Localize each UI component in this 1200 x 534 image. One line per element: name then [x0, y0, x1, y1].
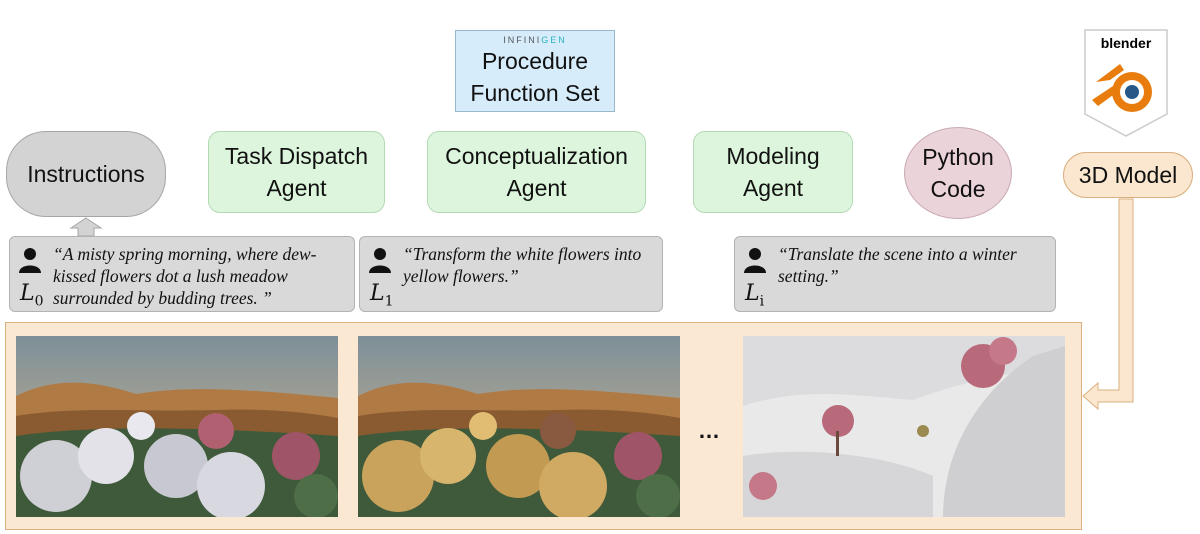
- scene-image-spring-white: [16, 336, 338, 517]
- user-icon: [369, 248, 391, 273]
- instruction-symbol: L1: [370, 281, 394, 310]
- 3d-model-label: 3D Model: [1078, 162, 1178, 188]
- procedure-title-line2: Function Set: [470, 80, 600, 106]
- python-line2: Code: [930, 176, 986, 202]
- blender-wordmark: blender: [1101, 35, 1152, 51]
- up-arrow-to-instructions: [69, 217, 103, 237]
- task-dispatch-agent-node: Task Dispatch Agent: [208, 131, 385, 213]
- infinigen-logo: INFINIGEN: [503, 35, 567, 45]
- instruction-box-1: L1 “Transform the white flowers into yel…: [359, 236, 663, 312]
- instructions-label: Instructions: [27, 161, 145, 187]
- python-line1: Python: [922, 144, 994, 170]
- arrow-model-to-scenes: [1082, 198, 1134, 411]
- instruction-box-i: Li “Translate the scene into a winter se…: [734, 236, 1056, 312]
- user-icon: [744, 248, 766, 273]
- conceptualization-line2: Agent: [506, 175, 567, 201]
- conceptualization-agent-node: Conceptualization Agent: [427, 131, 646, 213]
- blender-logo-icon: blender: [1084, 29, 1168, 137]
- instructions-node: Instructions: [6, 131, 166, 217]
- ellipsis: …: [698, 418, 721, 443]
- modeling-line2: Agent: [742, 175, 804, 201]
- instruction-text: “Translate the scene into a winter setti…: [778, 244, 1017, 286]
- modeling-line1: Modeling: [726, 143, 820, 169]
- instruction-symbol: Li: [745, 281, 765, 310]
- instruction-text: “Transform the white flowers into yellow…: [403, 244, 642, 286]
- blender-badge: blender: [1083, 28, 1169, 138]
- user-icon: [19, 248, 41, 273]
- python-code-node: Python Code: [904, 127, 1012, 219]
- procedure-function-set: INFINIGEN Procedure Function Set: [455, 30, 615, 112]
- task-dispatch-line2: Agent: [266, 175, 327, 201]
- modeling-agent-node: Modeling Agent: [693, 131, 853, 213]
- scene-image-winter: [743, 336, 1065, 517]
- procedure-title-line1: Procedure: [481, 48, 589, 74]
- 3d-model-node: 3D Model: [1063, 152, 1193, 198]
- instruction-box-0: L0 “A misty spring morning, where dew-ki…: [9, 236, 355, 312]
- task-dispatch-line1: Task Dispatch: [224, 143, 369, 169]
- instruction-text: “A misty spring morning, where dew-kisse…: [53, 244, 317, 308]
- conceptualization-line1: Conceptualization: [445, 143, 628, 169]
- instruction-symbol: L0: [20, 281, 44, 310]
- scene-image-spring-yellow: [358, 336, 680, 517]
